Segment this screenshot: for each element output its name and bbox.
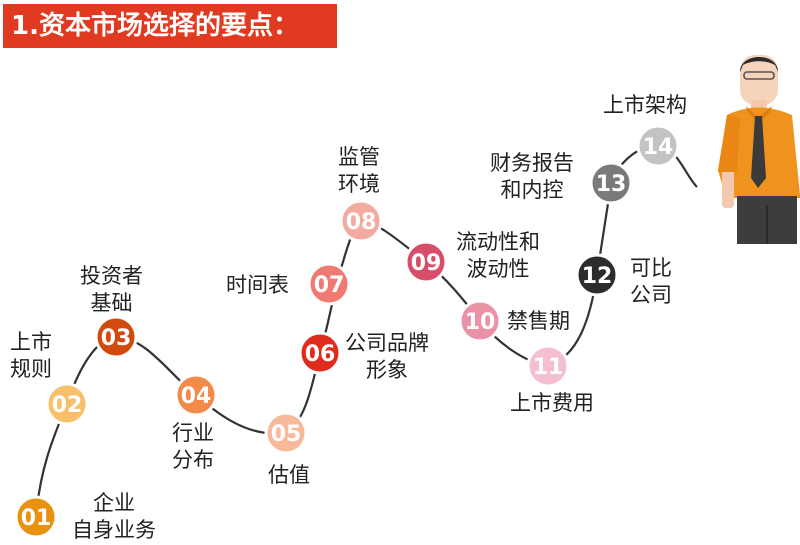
person-sleeve-left [718, 115, 740, 172]
point-number-06: 06 [305, 342, 336, 367]
label-point-02: 上市规则 [10, 330, 52, 381]
point-number-14: 14 [643, 135, 674, 160]
person-neck [751, 100, 767, 110]
label-point-09: 流动性和波动性 [456, 230, 540, 281]
point-number-11: 11 [533, 355, 564, 380]
point-circle-01 [14, 495, 58, 539]
point-circle-05 [264, 411, 308, 455]
label-point-10: 禁售期 [507, 309, 570, 333]
point-circle-03 [94, 315, 138, 359]
businessman-illustration [718, 55, 800, 244]
point-number-05: 05 [271, 422, 302, 447]
label-point-13: 财务报告和内控 [490, 151, 574, 202]
label-point-08: 监管环境 [338, 145, 380, 196]
label-point-07: 时间表 [226, 273, 289, 297]
point-circle-13 [589, 161, 633, 205]
point-circle-11 [526, 344, 570, 388]
point-circle-14 [636, 124, 680, 168]
label-point-01: 企业自身业务 [72, 491, 156, 542]
point-circle-07 [307, 262, 351, 306]
label-point-04: 行业分布 [172, 421, 214, 472]
point-number-02: 02 [52, 393, 83, 418]
point-number-12: 12 [582, 264, 613, 289]
tie-icon [751, 116, 766, 188]
point-circle-12 [575, 253, 619, 297]
label-point-03: 投资者基础 [80, 264, 143, 315]
point-number-08: 08 [346, 210, 377, 235]
label-point-11: 上市费用 [510, 391, 594, 415]
point-number-03: 03 [101, 326, 132, 351]
point-number-07: 07 [314, 273, 345, 298]
point-number-01: 01 [21, 506, 52, 531]
page-title: 1.资本市场选择的要点： [3, 4, 337, 48]
person-hair [740, 57, 778, 72]
label-point-05: 估值 [268, 463, 310, 487]
point-circle-02 [45, 382, 89, 426]
point-number-10: 10 [465, 310, 496, 335]
point-circle-10 [458, 299, 502, 343]
label-point-14: 上市架构 [603, 93, 687, 117]
point-number-13: 13 [596, 172, 627, 197]
label-point-06: 公司品牌形象 [345, 331, 429, 382]
point-circle-09 [404, 240, 448, 284]
label-point-12: 可比公司 [630, 256, 672, 307]
point-number-04: 04 [181, 384, 212, 409]
point-circle-04 [174, 373, 218, 417]
point-circle-06 [298, 331, 342, 375]
person-head [740, 55, 778, 105]
point-number-09: 09 [411, 251, 442, 276]
glasses-icon [743, 71, 775, 80]
point-circle-08 [339, 199, 383, 243]
